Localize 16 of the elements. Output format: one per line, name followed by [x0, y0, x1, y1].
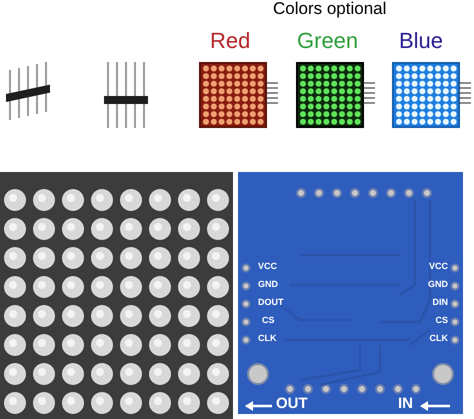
color-label: Blue: [399, 30, 444, 52]
pin-label: DOUT: [258, 298, 284, 307]
color-label: Green: [297, 30, 358, 52]
pin-label: GND: [428, 280, 448, 289]
pin-label: GND: [258, 280, 278, 289]
pin-label: CLK: [430, 334, 448, 343]
pin-label: VCC: [428, 262, 448, 271]
port-label: IN: [398, 396, 413, 411]
pin-label: DIN: [432, 298, 448, 307]
color-label: Red: [210, 30, 250, 52]
pin-label: VCC: [258, 262, 278, 271]
pin-label: CS: [435, 316, 448, 325]
port-label: OUT: [276, 396, 308, 411]
pin-label: CLK: [258, 334, 276, 343]
heading: Colors optional: [273, 0, 386, 17]
pin-label: CS: [262, 316, 275, 325]
